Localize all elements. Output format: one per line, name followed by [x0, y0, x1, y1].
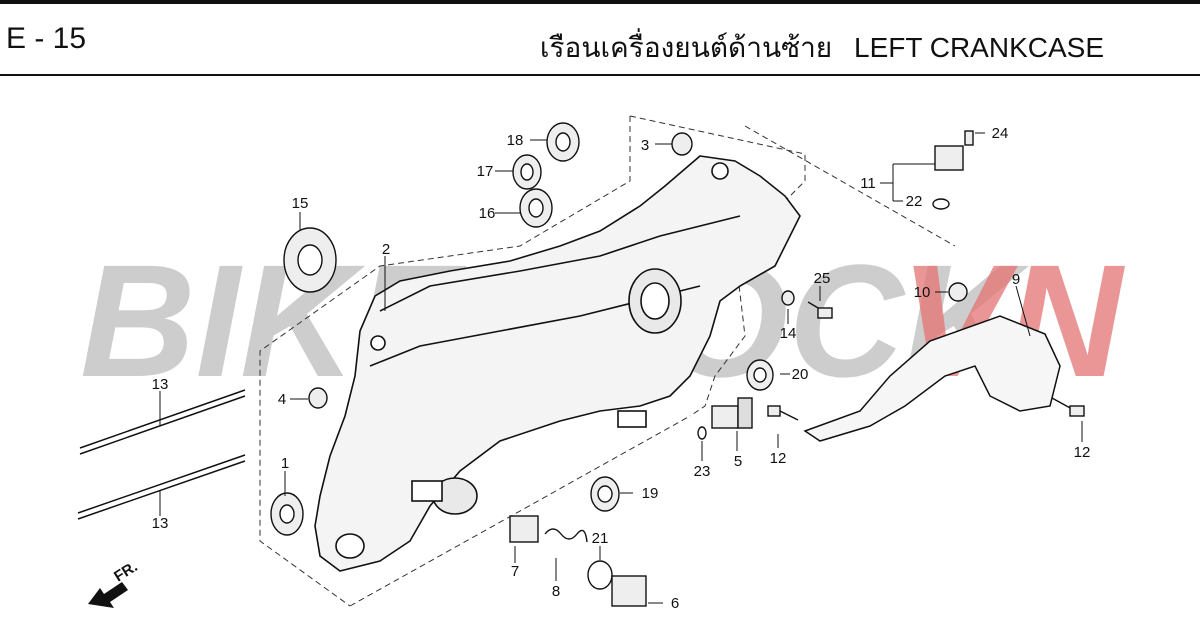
callout-12b: 12 [1074, 444, 1091, 461]
page-title: เรือนเครื่องยนต์ด้านซ้าย LEFT CRANKCASE [540, 26, 1104, 70]
group-outlines [259, 115, 956, 607]
callout-5: 5 [734, 453, 742, 470]
callout-22: 22 [906, 193, 923, 210]
callout-18: 18 [507, 132, 524, 149]
bracket [803, 315, 1061, 442]
callout-6: 6 [671, 595, 679, 612]
callout-23: 23 [694, 463, 711, 480]
callout-12a: 12 [770, 450, 787, 467]
title-thai: เรือนเครื่องยนต์ด้านซ้าย [539, 32, 833, 63]
callout-9: 9 [1012, 271, 1020, 288]
hardware-parts [509, 130, 1085, 607]
callout-2: 2 [382, 241, 390, 258]
bearings [270, 122, 968, 590]
callout-3: 3 [641, 137, 649, 154]
callout-11: 11 [860, 175, 876, 192]
callout-labels: 1 2 3 4 5 6 7 8 9 10 11 12 12 13 13 14 1… [152, 125, 1091, 612]
callout-4: 4 [278, 391, 286, 408]
callout-19: 19 [642, 485, 659, 502]
left-crankcase [314, 155, 801, 572]
page-header: E - 15 เรือนเครื่องยนต์ด้านซ้าย LEFT CRA… [0, 4, 1200, 76]
callout-25: 25 [814, 270, 831, 287]
callout-14: 14 [780, 325, 797, 342]
callout-17: 17 [477, 163, 494, 180]
callout-8: 8 [552, 583, 560, 600]
callout-7: 7 [511, 563, 519, 580]
callout-15: 15 [292, 195, 309, 212]
parts-diagram: BIKESTOCK VN [77, 115, 1126, 612]
leader-lines [159, 132, 1083, 604]
title-english: LEFT CRANKCASE [854, 32, 1104, 63]
callout-13b: 13 [152, 515, 169, 532]
callout-13a: 13 [152, 376, 169, 393]
callout-10: 10 [914, 284, 931, 301]
stud-bolts [77, 389, 246, 520]
callout-24: 24 [992, 125, 1009, 142]
top-rule [0, 0, 1200, 4]
callout-21: 21 [592, 530, 609, 547]
page-code: E - 15 [6, 22, 87, 55]
callout-16: 16 [479, 205, 496, 222]
front-label: FR. [111, 558, 141, 585]
front-direction-arrow: FR. [88, 558, 141, 608]
callout-20: 20 [792, 366, 809, 383]
callout-1: 1 [281, 455, 289, 472]
